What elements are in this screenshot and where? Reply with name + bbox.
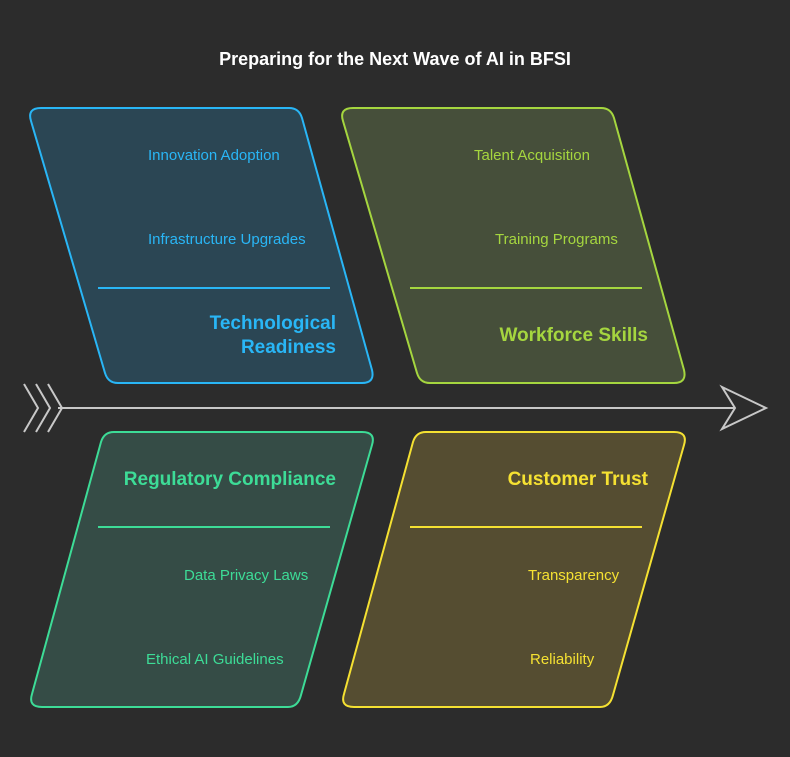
- customer-cause-2: Reliability: [530, 651, 595, 668]
- customer-box: [342, 431, 686, 708]
- tech-cause-1: Innovation Adoption: [148, 147, 280, 164]
- workforce-box: [341, 107, 686, 384]
- tech-box: [29, 107, 374, 384]
- tech-category-label: Technological Readiness: [209, 313, 336, 358]
- regulatory-box: [30, 431, 374, 708]
- regulatory-cause-2: Ethical AI Guidelines: [146, 651, 284, 668]
- regulatory-category-label: Regulatory Compliance: [123, 469, 336, 490]
- workforce-cause-1: Talent Acquisition: [474, 147, 590, 164]
- customer-category-label: Customer Trust: [507, 469, 648, 490]
- diagram-title: Preparing for the Next Wave of AI in BFS…: [219, 49, 571, 69]
- workforce-category-label: Workforce Skills: [499, 325, 648, 346]
- regulatory-cause-1: Data Privacy Laws: [184, 567, 309, 584]
- spine-tail-icon: [23, 383, 64, 433]
- workforce-cause-2: Training Programs: [495, 231, 618, 248]
- customer-cause-1: Transparency: [528, 567, 620, 584]
- tech-cause-2: Infrastructure Upgrades: [148, 231, 306, 248]
- spine-arrow-head-icon: [719, 384, 769, 432]
